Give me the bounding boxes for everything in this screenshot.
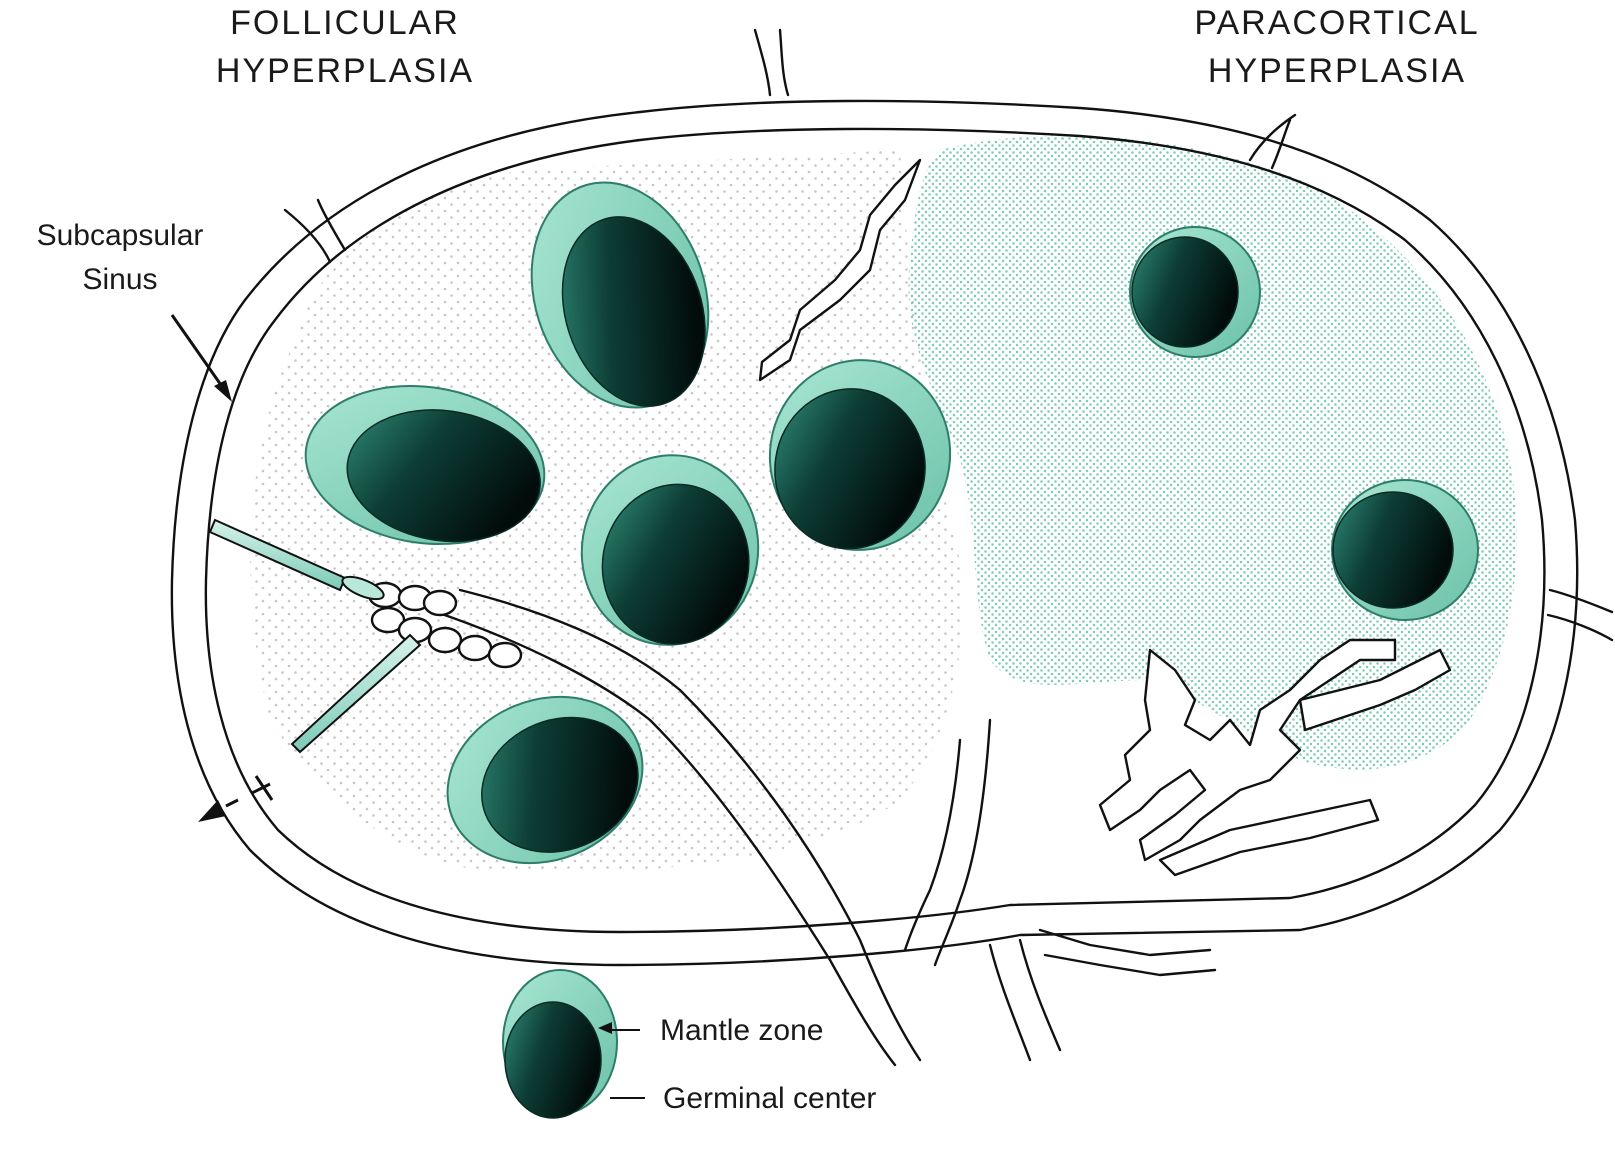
efferent-arrow (198, 776, 272, 822)
germinal-center (1333, 492, 1453, 608)
legend-follicle (503, 970, 617, 1118)
paracortical-title-line2: HYPERPLASIA (1208, 52, 1466, 90)
paracortical-title-line1: PARACORTICAL (1194, 4, 1479, 42)
germinal-center (1132, 237, 1238, 347)
follicular-title-line2: HYPERPLASIA (216, 52, 474, 90)
subcapsular-label-line1: Subcapsular (37, 219, 204, 252)
legend-germinal-center: Germinal center (663, 1082, 876, 1115)
follicular-title-line1: FOLLICULAR (230, 4, 460, 42)
subcapsular-label-line2: Sinus (82, 263, 157, 296)
follicle (1130, 227, 1260, 357)
follicle (1332, 480, 1478, 620)
legend-mantle-zone: Mantle zone (660, 1014, 823, 1047)
